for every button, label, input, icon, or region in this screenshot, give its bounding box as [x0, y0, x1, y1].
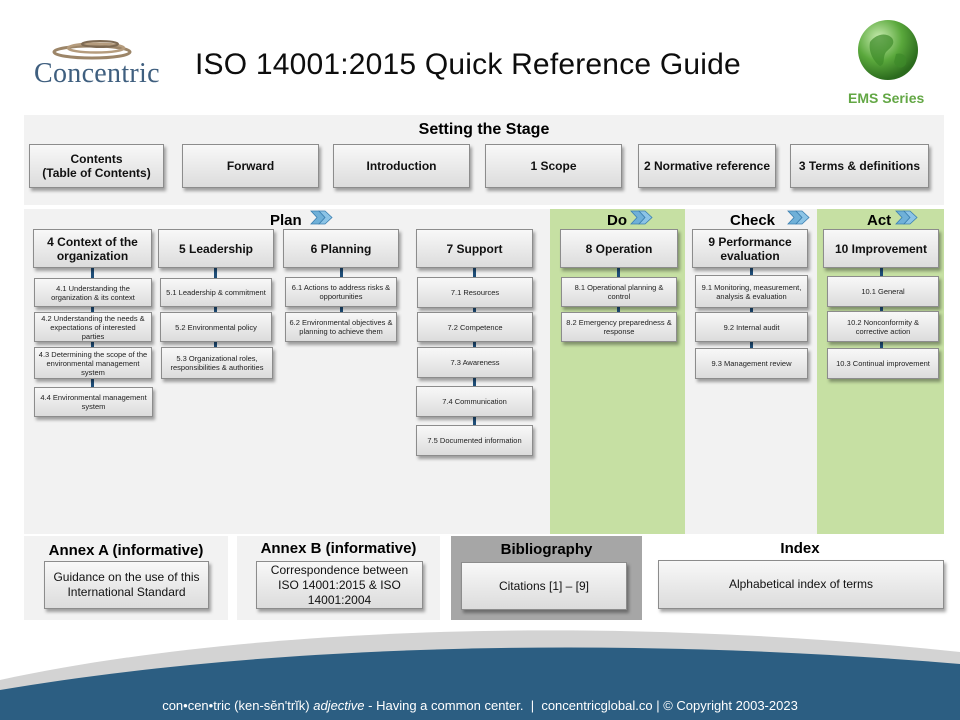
page-title: ISO 14001:2015 Quick Reference Guide [195, 48, 741, 81]
clause-8-2-box[interactable]: 8.2 Emergency preparedness & response [561, 312, 677, 342]
clause-5-3-box[interactable]: 5.3 Organizational roles, responsibiliti… [161, 347, 273, 379]
clause-5-2-box[interactable]: 5.2 Environmental policy [160, 312, 272, 342]
connector-line [214, 266, 217, 352]
annex-a-title: Annex A (informative) [48, 542, 204, 559]
clause-10-1-box[interactable]: 10.1 General [827, 276, 939, 307]
stage-scope-box[interactable]: 1 Scope [485, 144, 622, 188]
clause-7-4-box[interactable]: 7.4 Communication [416, 386, 533, 417]
clause-4-2-box[interactable]: 4.2 Understanding the needs & expectatio… [34, 312, 152, 342]
clause-10-2-box[interactable]: 10.2 Nonconformity & corrective action [827, 311, 939, 342]
clause-8-box[interactable]: 8 Operation [560, 229, 678, 268]
index-title: Index [780, 540, 820, 557]
clause-9-3-box[interactable]: 9.3 Management review [695, 348, 808, 379]
phase-do-label: Do [607, 212, 627, 229]
act-chevron-icon [895, 210, 918, 225]
phase-act-label: Act [867, 212, 892, 229]
plan-chevron-icon [310, 210, 333, 225]
clause-5-box[interactable]: 5 Leadership [158, 229, 274, 268]
connector-line [880, 266, 883, 350]
logo-swoosh-icon [52, 40, 132, 60]
connector-line [473, 266, 476, 426]
logo-text: Concentric [34, 58, 160, 89]
stage-introduction-box[interactable]: Introduction [333, 144, 470, 188]
clause-5-1-box[interactable]: 5.1 Leadership & commitment [160, 278, 272, 307]
annex-a-box[interactable]: Guidance on the use of this Internationa… [44, 561, 209, 609]
clause-9-1-box[interactable]: 9.1 Monitoring, measurement, analysis & … [695, 275, 808, 308]
clause-4-3-box[interactable]: 4.3 Determining the scope of the environ… [34, 347, 152, 379]
clause-7-5-box[interactable]: 7.5 Documented information [416, 425, 533, 456]
do-chevron-icon [630, 210, 653, 225]
clause-4-4-box[interactable]: 4.4 Environmental management system [34, 387, 153, 417]
clause-6-2-box[interactable]: 6.2 Environmental objectives & planning … [285, 312, 397, 342]
stage-title: Setting the Stage [418, 121, 550, 138]
phase-plan-label: Plan [270, 212, 302, 229]
clause-6-1-box[interactable]: 6.1 Actions to address risks & opportuni… [285, 277, 397, 307]
footer-pos: adjective [313, 698, 365, 713]
footer-wave [0, 630, 960, 720]
footer-rest: - Having a common center. | concentricgl… [364, 698, 798, 713]
clause-7-1-box[interactable]: 7.1 Resources [417, 277, 533, 308]
clause-9-box[interactable]: 9 Performance evaluation [692, 229, 808, 268]
check-chevron-icon [787, 210, 810, 225]
bibliography-title: Bibliography [500, 541, 593, 558]
footer-word: con•cen•tric (ken-sĕn'trĭk) [162, 698, 310, 713]
connector-line [750, 266, 753, 352]
clause-4-box[interactable]: 4 Context of the organization [33, 229, 152, 268]
clause-4-1-box[interactable]: 4.1 Understanding the organization & its… [34, 278, 152, 307]
index-box[interactable]: Alphabetical index of terms [658, 560, 944, 609]
clause-7-box[interactable]: 7 Support [416, 229, 533, 268]
stage-forward-box[interactable]: Forward [182, 144, 319, 188]
globe-icon [856, 18, 920, 82]
annex-b-title: Annex B (informative) [260, 540, 417, 557]
ems-series-label: EMS Series [848, 90, 925, 106]
footer-text: con•cen•tric (ken-sĕn'trĭk) adjective - … [0, 698, 960, 713]
annex-b-box[interactable]: Correspondence between ISO 14001:2015 & … [256, 561, 423, 609]
clause-7-2-box[interactable]: 7.2 Competence [417, 312, 533, 342]
stage-normative-box[interactable]: 2 Normative reference [638, 144, 776, 188]
concentric-logo: Concentric [30, 38, 160, 90]
clause-10-box[interactable]: 10 Improvement [823, 229, 939, 268]
clause-7-3-box[interactable]: 7.3 Awareness [417, 347, 533, 378]
clause-8-1-box[interactable]: 8.1 Operational planning & control [561, 277, 677, 307]
bibliography-box[interactable]: Citations [1] – [9] [461, 562, 627, 610]
clause-9-2-box[interactable]: 9.2 Internal audit [695, 312, 808, 342]
phase-check-label: Check [730, 212, 776, 229]
clause-6-box[interactable]: 6 Planning [283, 229, 399, 268]
clause-10-3-box[interactable]: 10.3 Continual improvement [827, 348, 939, 379]
stage-contents-box[interactable]: Contents (Table of Contents) [29, 144, 164, 188]
stage-terms-box[interactable]: 3 Terms & definitions [790, 144, 929, 188]
